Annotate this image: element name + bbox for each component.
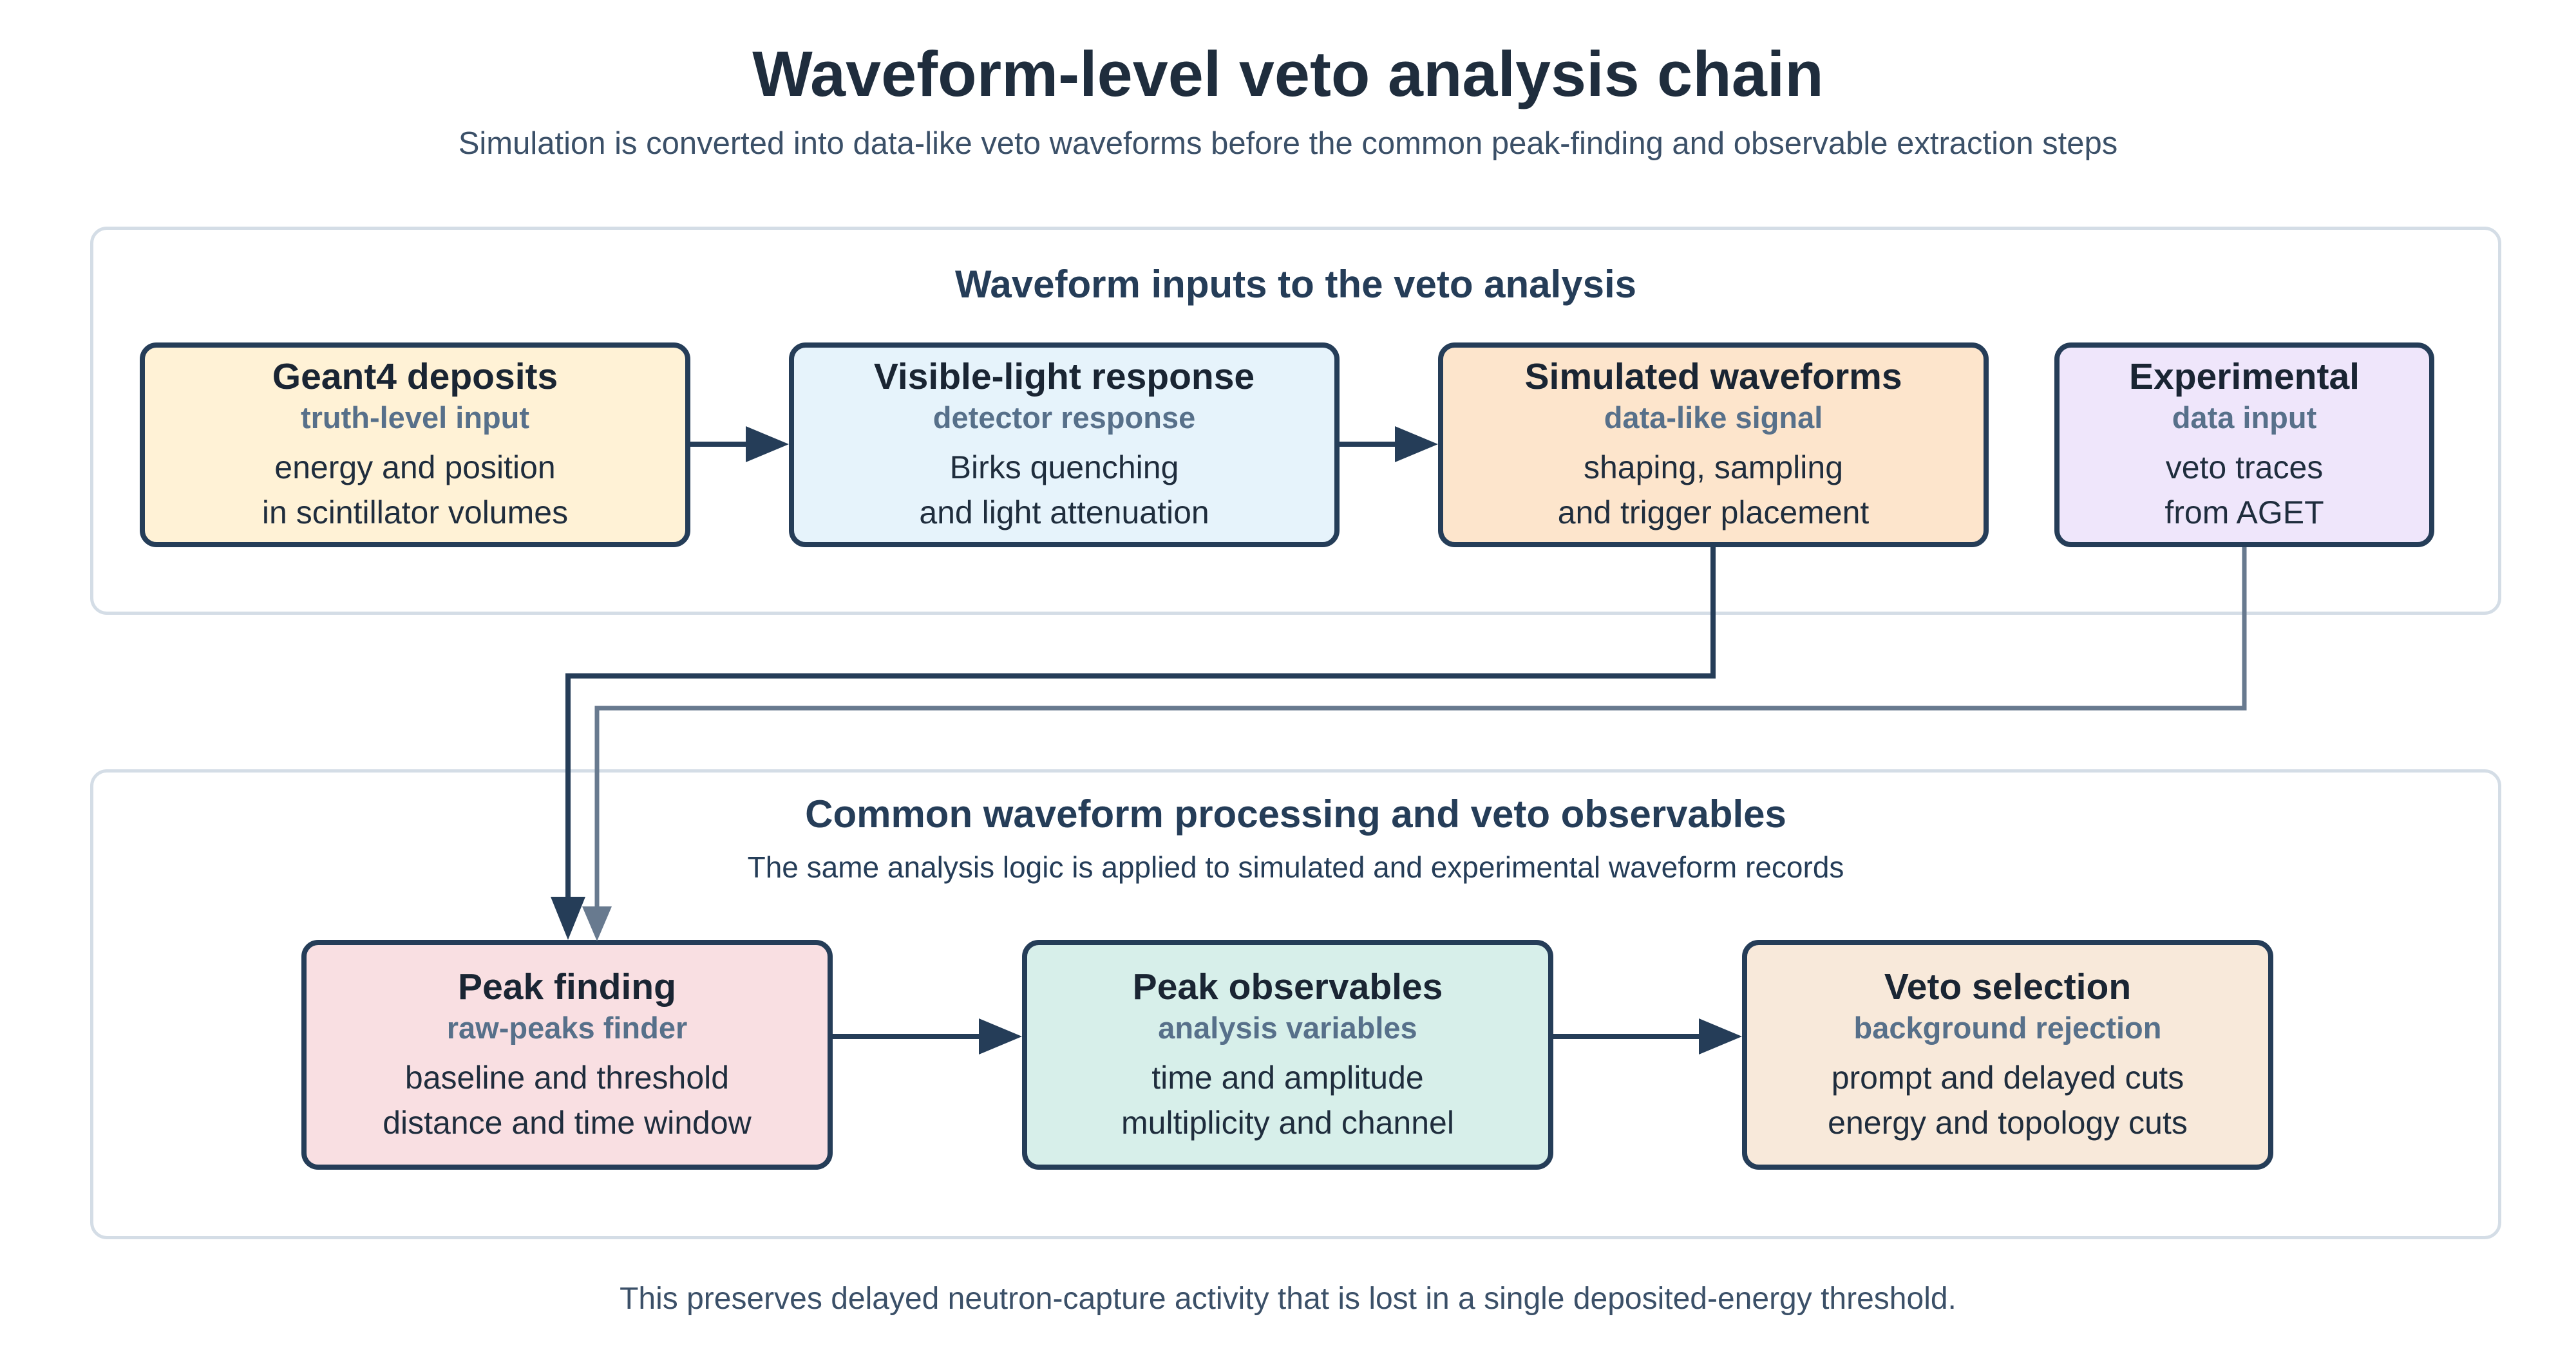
box-subtitle: background rejection: [1853, 1010, 2162, 1045]
box-geant4-deposits: Geant4 deposits truth-level input energy…: [140, 342, 690, 547]
box-description-line: energy and topology cuts: [1828, 1104, 2188, 1141]
box-visible-light-response: Visible-light response detector response…: [789, 342, 1340, 547]
box-simulated-waveforms: Simulated waveforms data-like signal sha…: [1438, 342, 1989, 547]
box-title: Veto selection: [1884, 966, 2132, 1007]
box-description-line: in scintillator volumes: [261, 494, 569, 530]
box-description: energy and position in scintillator volu…: [262, 445, 568, 535]
arrow-geant4-to-visible-light: [690, 426, 789, 462]
box-title: Geant4 deposits: [272, 356, 558, 397]
box-title: Peak finding: [458, 966, 676, 1007]
box-description: baseline and threshold distance and time…: [383, 1055, 752, 1145]
box-description-line: shaping, sampling: [1583, 449, 1844, 485]
box-title: Experimental: [2129, 356, 2360, 397]
box-description-line: and light attenuation: [919, 494, 1209, 530]
box-experimental: Experimental data input veto traces from…: [2054, 342, 2434, 547]
arrow-observables-to-veto-selection: [1553, 1018, 1742, 1054]
box-description: veto traces from AGET: [2164, 445, 2324, 535]
box-peak-finding: Peak finding raw-peaks finder baseline a…: [301, 940, 833, 1170]
box-subtitle: analysis variables: [1158, 1010, 1417, 1045]
box-subtitle: truth-level input: [300, 400, 530, 435]
processing-panel-note: The same analysis logic is applied to si…: [747, 850, 1844, 884]
box-description-line: and trigger placement: [1557, 494, 1870, 530]
box-veto-selection: Veto selection background rejection prom…: [1742, 940, 2273, 1170]
page-title: Waveform-level veto analysis chain: [752, 38, 1824, 109]
arrow-peak-finding-to-observables: [833, 1018, 1022, 1054]
arrow-visible-light-to-simulated: [1340, 426, 1438, 462]
processing-panel-heading: Common waveform processing and veto obse…: [805, 792, 1786, 836]
box-description: Birks quenching and light attenuation: [919, 445, 1209, 535]
box-description-line: from AGET: [2164, 494, 2324, 530]
box-subtitle: data-like signal: [1604, 400, 1823, 435]
arrow-simulated-to-peak-finding: [551, 547, 1716, 940]
box-description-line: prompt and delayed cuts: [1831, 1059, 2184, 1096]
box-description-line: energy and position: [274, 449, 556, 485]
box-description: time and amplitude multiplicity and chan…: [1121, 1055, 1454, 1145]
box-subtitle: raw-peaks finder: [446, 1010, 688, 1045]
box-description-line: veto traces: [2165, 449, 2324, 485]
box-subtitle: detector response: [933, 400, 1196, 435]
box-description-line: time and amplitude: [1151, 1059, 1424, 1096]
page-subtitle: Simulation is converted into data-like v…: [458, 126, 2118, 161]
box-description-line: distance and time window: [383, 1104, 752, 1141]
footer-note: This preserves delayed neutron-capture a…: [620, 1282, 1956, 1316]
inputs-panel-heading: Waveform inputs to the veto analysis: [955, 263, 1636, 306]
box-title: Visible-light response: [873, 356, 1255, 397]
box-description-line: Birks quenching: [949, 449, 1179, 485]
box-peak-observables: Peak observables analysis variables time…: [1022, 940, 1553, 1170]
box-description-line: baseline and threshold: [404, 1059, 730, 1096]
box-subtitle: data input: [2172, 400, 2317, 435]
box-description: prompt and delayed cuts energy and topol…: [1828, 1055, 2188, 1145]
box-description-line: multiplicity and channel: [1121, 1104, 1454, 1141]
box-title: Simulated waveforms: [1524, 356, 1902, 397]
arrow-experimental-to-peak-finding: [582, 547, 2247, 941]
box-title: Peak observables: [1132, 966, 1443, 1007]
box-description: shaping, sampling and trigger placement: [1558, 445, 1870, 535]
